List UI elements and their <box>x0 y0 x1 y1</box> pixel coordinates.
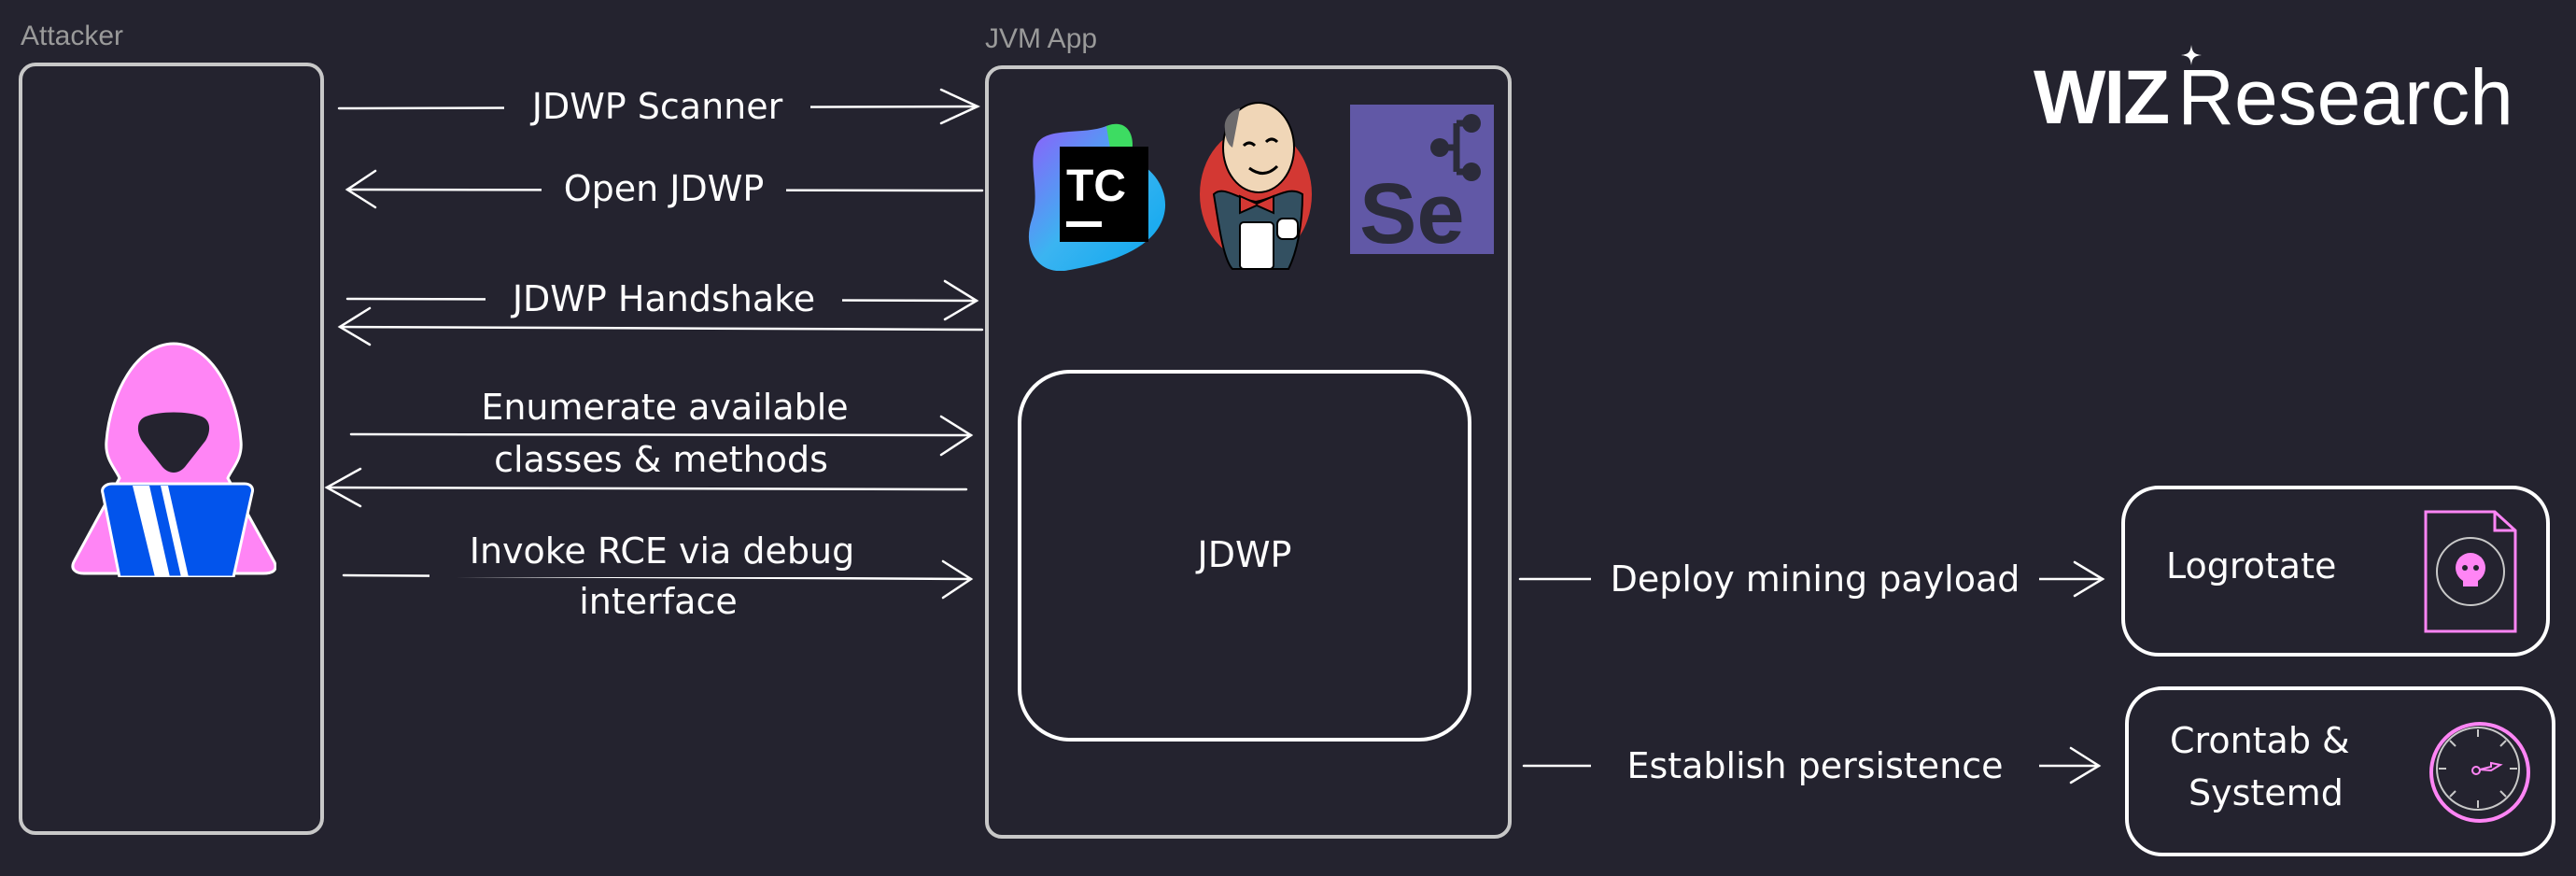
selenium-logo-icon: Se <box>1350 105 1494 254</box>
crontab-label-line1: Crontab & <box>2170 720 2350 761</box>
flow-label-enumerate-line2: classes & methods <box>494 439 828 480</box>
jdwp-box-label: JDWP <box>1197 534 1292 575</box>
arrow-enumerate <box>324 415 974 508</box>
flow-label-jdwp-handshake: JDWP Handshake <box>486 273 842 325</box>
flow-label-invoke-rce-line1: Invoke RCE via debug <box>429 525 894 577</box>
jvm-app-lane-label: JVM App <box>985 23 1098 54</box>
teamcity-logo-text: TC <box>1066 162 1126 211</box>
flow-label-jdwp-scanner: JDWP Scanner <box>504 80 810 133</box>
flow-label-enumerate-line1: Enumerate available <box>457 381 872 433</box>
crontab-systemd-box: Crontab & Systemd <box>2125 686 2555 856</box>
attacker-lane-label: Attacker <box>21 21 124 51</box>
hacker-icon <box>71 342 276 577</box>
sparkle-icon <box>2181 45 2202 65</box>
wiz-research-logo: WIZ Research <box>2034 45 2513 141</box>
jenkins-logo-icon <box>1200 102 1312 270</box>
logrotate-box: Logrotate <box>2121 486 2550 657</box>
jvm-app-frame <box>985 65 1512 839</box>
selenium-logo-text: Se <box>1359 166 1465 254</box>
teamcity-logo-icon: TC <box>1028 123 1166 271</box>
jdwp-box: JDWP <box>1018 370 1471 742</box>
flow-label-establish-persistence: Establish persistence <box>1591 740 2039 792</box>
attacker-frame <box>19 63 324 835</box>
flow-label-invoke-rce-line2: interface <box>579 581 738 622</box>
wiz-wordmark: WIZ <box>2034 55 2170 140</box>
malicious-file-skull-icon <box>2424 510 2517 633</box>
logrotate-label: Logrotate <box>2166 545 2337 586</box>
flow-label-open-jdwp: Open JDWP <box>542 162 786 215</box>
research-wordmark: Research <box>2177 53 2513 141</box>
flow-label-deploy-mining: Deploy mining payload <box>1591 553 2039 605</box>
crontab-label-line2: Systemd <box>2189 772 2344 813</box>
timer-gauge-icon <box>2429 722 2530 823</box>
